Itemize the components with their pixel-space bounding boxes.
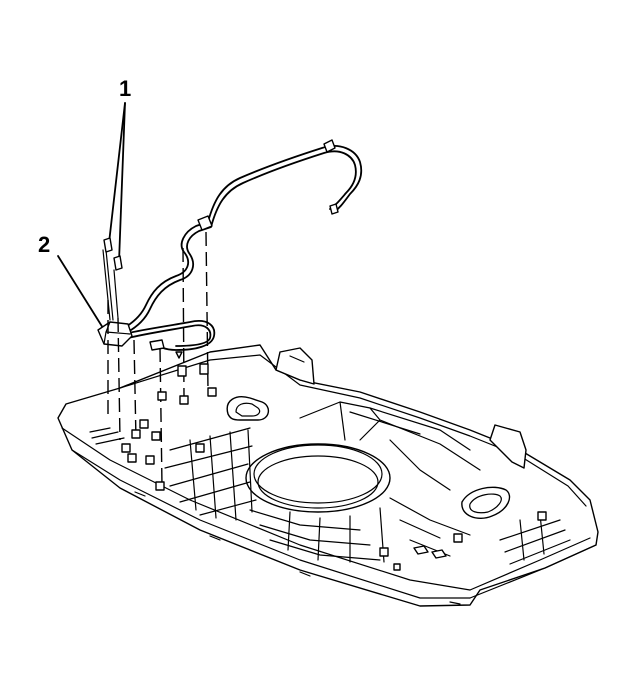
rib-grid-left: [164, 427, 257, 521]
leader-line-1: [108, 102, 126, 263]
antenna-mast: [102, 237, 123, 321]
callout-label-2: 2: [38, 232, 50, 257]
floor-panel: [57, 344, 599, 607]
antenna-cable: [119, 139, 363, 351]
callout-label-1: 1: [119, 76, 131, 101]
fasteners: [131, 351, 209, 439]
mounting-studs: [121, 387, 547, 571]
rib-grid-right: [499, 513, 571, 565]
antenna-amplifier-module: [97, 321, 165, 351]
leader-line-2: [57, 255, 104, 329]
rib-grid-front: [249, 497, 471, 563]
